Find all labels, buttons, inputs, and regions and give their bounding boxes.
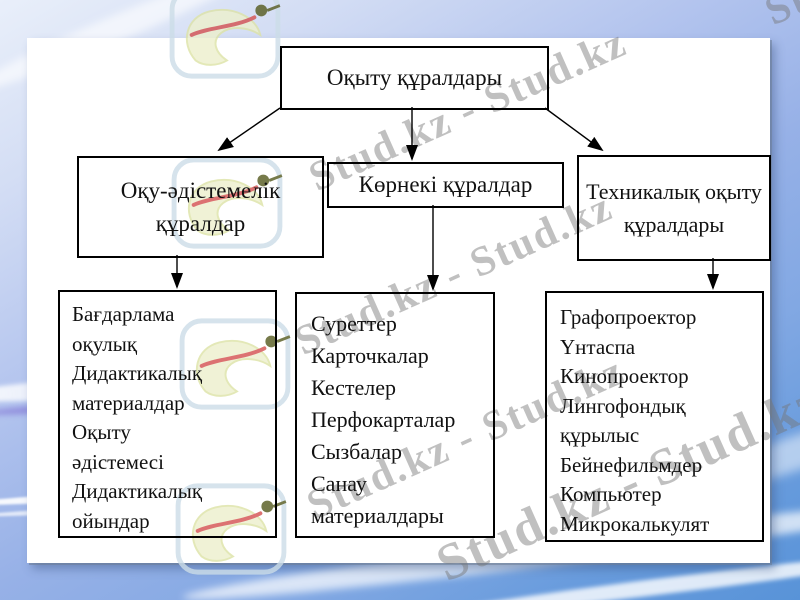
list-item: Микрокалькулят xyxy=(560,511,710,536)
list-item: Оқыту xyxy=(72,420,131,444)
list-item: Үнтаспа xyxy=(560,334,636,359)
branch-node-technical-tools: Техникалық оқыту құралдары xyxy=(577,155,771,261)
list-item: Кинопроектор xyxy=(560,364,689,388)
root-node-teaching-tools: Оқыту құралдары xyxy=(280,46,549,110)
list-item: әдістемесі xyxy=(72,449,164,474)
list-item: Суреттер xyxy=(311,311,397,336)
list-item: Лингофондық xyxy=(560,393,686,418)
list-item: Перфокарталар xyxy=(311,407,456,432)
list-item: материалдары xyxy=(311,503,444,528)
list-item: Сызбалар xyxy=(311,439,403,464)
list-item: Компьютер xyxy=(560,482,662,506)
list-item: Дидактикалық xyxy=(72,361,203,385)
list-node-technical-items: Графопроектор Үнтаспа Кинопроектор Линго… xyxy=(545,291,764,542)
branch-node-visual-tools: Көрнекі құралдар xyxy=(327,162,564,208)
list-item: Графопроектор xyxy=(560,305,697,329)
list-item: Карточкалар xyxy=(311,343,429,368)
list-node-methodical-items: Бағдарлама оқулық Дидактикалық материалд… xyxy=(58,290,277,538)
list-node-visual-items: Суреттер Карточкалар Кестелер Перфокарта… xyxy=(295,292,495,538)
list-item: Санау xyxy=(311,471,367,496)
list-item: Дидактикалық xyxy=(72,479,203,503)
list-item: Бағдарлама xyxy=(72,302,175,326)
list-item: Кестелер xyxy=(311,375,397,400)
list-item: материалдар xyxy=(72,390,185,415)
list-item: ойындар xyxy=(72,508,150,533)
list-item: оқулық xyxy=(72,331,138,356)
list-item: Бейнефильмдер xyxy=(560,452,703,477)
list-item: құрылыс xyxy=(560,423,640,447)
branch-node-methodical-tools: Оқу-әдістемелік құралдар xyxy=(77,156,324,258)
